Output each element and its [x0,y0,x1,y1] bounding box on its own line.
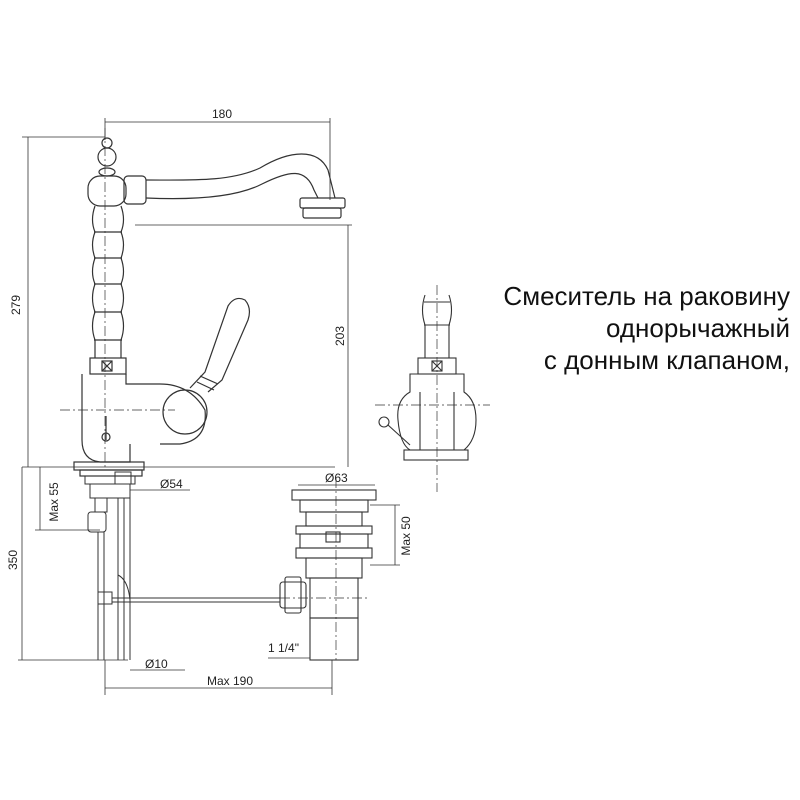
mounting-hoses [84,471,280,660]
caption-line-1: Смеситель на раковину [503,281,790,311]
dim-waste-max: Max 50 [399,516,413,556]
mixer-body-front [73,137,346,477]
dimension-labels: 180 279 203 Max 55 350 Ø54 Ø10 Max 190 Ø… [6,107,413,688]
dim-spout-height: 203 [333,326,347,346]
dim-waste-reach: Max 190 [207,674,253,688]
dim-base-max: Max 55 [47,482,61,522]
caption-line-2: однорычажный [606,313,790,343]
caption-line-3: с донным клапаном, [543,345,790,375]
center-lines [60,128,490,660]
product-caption: Смеситель на раковину однорычажный с дон… [450,280,790,376]
dim-waste-thread: 1 1/4" [268,641,299,655]
dim-total-height: 279 [9,295,23,315]
dim-base-diameter: Ø54 [160,477,183,491]
dim-waste-top-diameter: Ø63 [325,471,348,485]
mixer-side-view [378,294,477,461]
pop-up-waste [279,489,377,661]
dim-spout-reach: 180 [212,107,232,121]
dimension-lines [18,118,400,695]
dim-hose-length: 350 [6,550,20,570]
dim-hose-diameter: Ø10 [145,657,168,671]
